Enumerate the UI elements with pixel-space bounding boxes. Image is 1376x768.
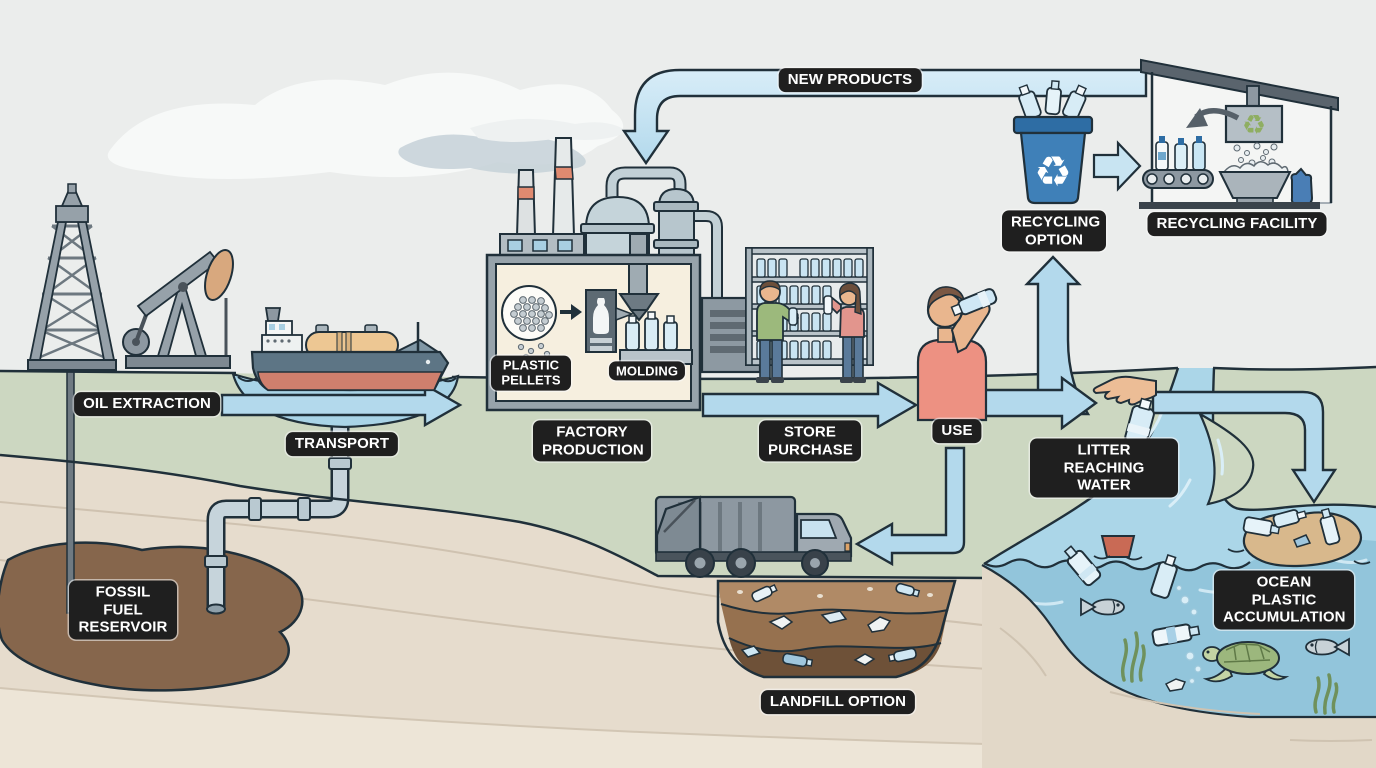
arrow-bin-to-facility	[1092, 140, 1142, 192]
arrow-use-to-litter	[983, 375, 1099, 431]
hand-littering-icon	[1092, 375, 1157, 447]
label-plastic-pellets: PLASTIC PELLETS	[491, 355, 571, 391]
clouds	[107, 72, 628, 179]
label-recycling-facility: RECYCLING FACILITY	[1147, 212, 1327, 236]
seabed-sand	[981, 564, 1376, 768]
recycling-facility-icon: ♻	[1139, 58, 1339, 209]
label-oil-extraction: OIL EXTRACTION	[74, 392, 220, 416]
recycling-bin-icon: ♻	[1012, 80, 1094, 205]
shopper-man-icon	[756, 280, 800, 383]
floating-debris	[1063, 535, 1201, 647]
oil-derrick-icon	[27, 183, 117, 371]
landfill-pit	[716, 579, 957, 679]
sea-turtle-icon	[1202, 641, 1290, 683]
garbage-patch-island	[1227, 507, 1371, 568]
mini-arrow-icon	[560, 304, 582, 320]
label-recycling-option: RECYCLING OPTION	[1002, 210, 1106, 252]
label-store-purchase: STORE PURCHASE	[759, 420, 861, 462]
label-factory-production: FACTORY PRODUCTION	[533, 420, 651, 462]
consumer-icon	[916, 286, 998, 422]
arrow-new-products	[621, 68, 1148, 166]
label-transport: TRANSPORT	[285, 432, 399, 456]
seaweed-icon	[1121, 631, 1339, 715]
label-landfill-option: LANDFILL OPTION	[760, 690, 916, 714]
fish-icon	[1080, 597, 1350, 657]
molding-machine-icon	[585, 263, 660, 353]
label-litter-reaching-water: LITTER REACHING WATER	[1030, 438, 1178, 498]
recycle-icon: ♻	[1242, 110, 1266, 141]
arrow-store-to-use	[701, 380, 919, 430]
recycle-icon: ♻	[1034, 147, 1072, 196]
label-fossil-fuel-reservoir: FOSSIL FUEL RESERVOIR	[69, 580, 177, 640]
arrow-litter-to-ocean	[1151, 390, 1338, 505]
falling-bottle	[1124, 397, 1155, 447]
arrow-use-to-landfill	[854, 446, 966, 567]
red-cup	[1093, 535, 1143, 561]
bubbles	[1175, 584, 1202, 685]
label-use: USE	[932, 419, 982, 443]
oil-pipeline	[66, 367, 352, 615]
river-bend-bank	[1197, 411, 1255, 506]
tanker-ship-icon	[250, 307, 450, 392]
plastic-pellets-icon	[501, 285, 557, 363]
pumpjack-icon	[122, 248, 234, 369]
molded-bottles-icon	[619, 311, 693, 365]
factory-icon	[499, 137, 762, 374]
arrow-oil-to-factory	[220, 382, 463, 428]
label-molding: MOLDING	[608, 361, 686, 381]
garbage-truck-icon	[654, 495, 853, 578]
label-ocean-plastic-accumulation: OCEAN PLASTIC ACCUMULATION	[1214, 570, 1354, 630]
shopper-woman-icon	[823, 282, 866, 383]
label-new-products: NEW PRODUCTS	[778, 68, 922, 92]
